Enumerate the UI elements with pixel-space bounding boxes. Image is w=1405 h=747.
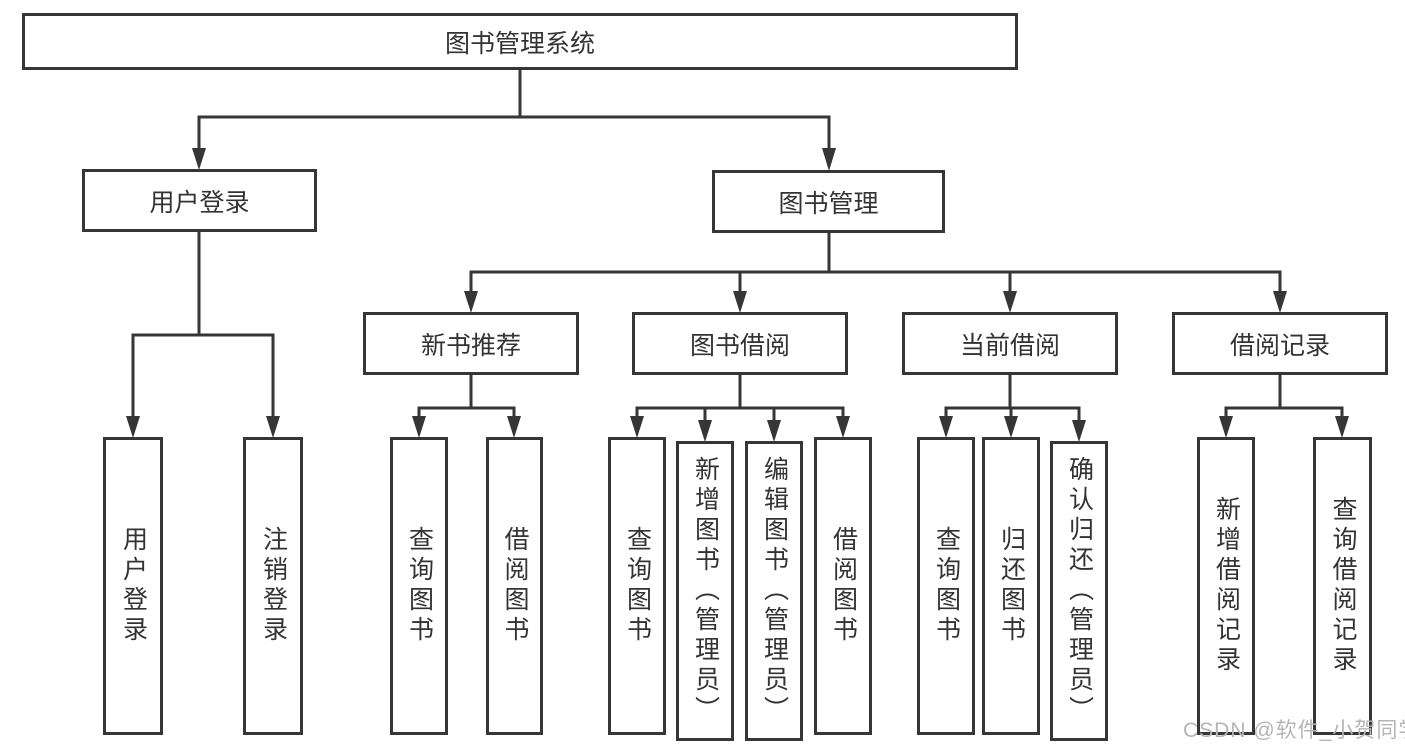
leaf-borrow-books-borrow: 借阅图书 (814, 437, 872, 735)
arrowhead (192, 148, 206, 170)
node-new-book-recommend-label: 新书推荐 (420, 331, 521, 360)
arrowhead (767, 420, 781, 442)
arrowhead (733, 291, 747, 313)
node-book-management-label: 图书管理 (778, 189, 879, 218)
connector-root-to-level2 (197, 69, 831, 150)
leaf-add-borrow-record-label: 新增借阅记录 (1212, 496, 1241, 676)
arrowhead (464, 291, 478, 313)
leaf-add-book-admin-label: 新增图书（管理员） (691, 456, 720, 726)
connector-user-login-branch (131, 232, 275, 420)
leaf-query-borrow-record: 查询借阅记录 (1313, 437, 1372, 735)
node-root: 图书管理系统 (22, 13, 1018, 70)
arrowhead (1219, 416, 1233, 438)
node-book-management: 图书管理 (712, 170, 945, 233)
node-user-login: 用户登录 (82, 169, 317, 232)
node-user-login-label: 用户登录 (149, 188, 250, 217)
leaf-return-book-label: 归还图书 (997, 526, 1026, 646)
leaf-query-books-current: 查询图书 (917, 437, 975, 735)
connector-book-management-branch (469, 233, 1282, 294)
arrowhead (1072, 420, 1086, 442)
arrowhead (1273, 291, 1287, 313)
leaf-add-borrow-record: 新增借阅记录 (1197, 437, 1255, 735)
connector-borrow-records-branch (1224, 375, 1344, 420)
arrowhead (1004, 416, 1018, 438)
leaf-confirm-return-admin-label: 确认归还（管理员） (1065, 456, 1094, 726)
leaf-logout-label: 注销登录 (259, 526, 288, 646)
leaf-query-books-borrow: 查询图书 (608, 437, 666, 735)
arrowhead (412, 416, 426, 438)
node-borrow-records-label: 借阅记录 (1229, 331, 1330, 360)
connector-current-borrow-branch (944, 375, 1081, 423)
node-book-borrow-label: 图书借阅 (689, 331, 790, 360)
arrowhead (822, 148, 836, 171)
leaf-confirm-return-admin: 确认归还（管理员） (1050, 441, 1108, 741)
arrowhead (507, 416, 521, 438)
leaf-user-login: 用户登录 (103, 437, 163, 735)
arrowhead (126, 416, 140, 438)
connector-book-borrow-branch (635, 375, 845, 423)
leaf-edit-book-admin: 编辑图书（管理员） (745, 441, 803, 741)
csdn-watermark: CSDN @软件_小贺同学 (1183, 719, 1405, 742)
node-root-label: 图书管理系统 (444, 29, 595, 58)
arrowhead (698, 420, 712, 442)
leaf-query-books-borrow-label: 查询图书 (623, 526, 652, 646)
leaf-query-books-recommend: 查询图书 (390, 437, 448, 735)
leaf-user-login-label: 用户登录 (119, 526, 148, 646)
arrowhead (836, 416, 850, 438)
arrowhead (630, 416, 644, 438)
arrowheads (126, 148, 1349, 442)
node-book-borrow: 图书借阅 (632, 312, 848, 375)
leaf-query-borrow-record-label: 查询借阅记录 (1329, 496, 1357, 676)
arrowhead (1003, 291, 1017, 313)
arrowhead (939, 416, 953, 438)
node-current-borrow: 当前借阅 (902, 312, 1118, 375)
leaf-borrow-books-recommend: 借阅图书 (486, 437, 543, 735)
arrowhead (266, 416, 280, 438)
leaf-edit-book-admin-label: 编辑图书（管理员） (760, 456, 789, 726)
leaf-query-books-current-label: 查询图书 (932, 526, 961, 646)
arrowhead (1335, 416, 1349, 438)
leaf-return-book: 归还图书 (982, 437, 1040, 735)
leaf-add-book-admin: 新增图书（管理员） (676, 441, 734, 741)
leaf-borrow-books-recommend-label: 借阅图书 (501, 526, 529, 646)
node-new-book-recommend: 新书推荐 (363, 312, 579, 375)
connector-new-book-branch (417, 375, 516, 420)
node-current-borrow-label: 当前借阅 (959, 331, 1060, 360)
node-borrow-records: 借阅记录 (1172, 312, 1388, 375)
leaf-logout: 注销登录 (243, 437, 303, 735)
leaf-borrow-books-borrow-label: 借阅图书 (829, 526, 858, 646)
leaf-query-books-recommend-label: 查询图书 (405, 526, 434, 646)
